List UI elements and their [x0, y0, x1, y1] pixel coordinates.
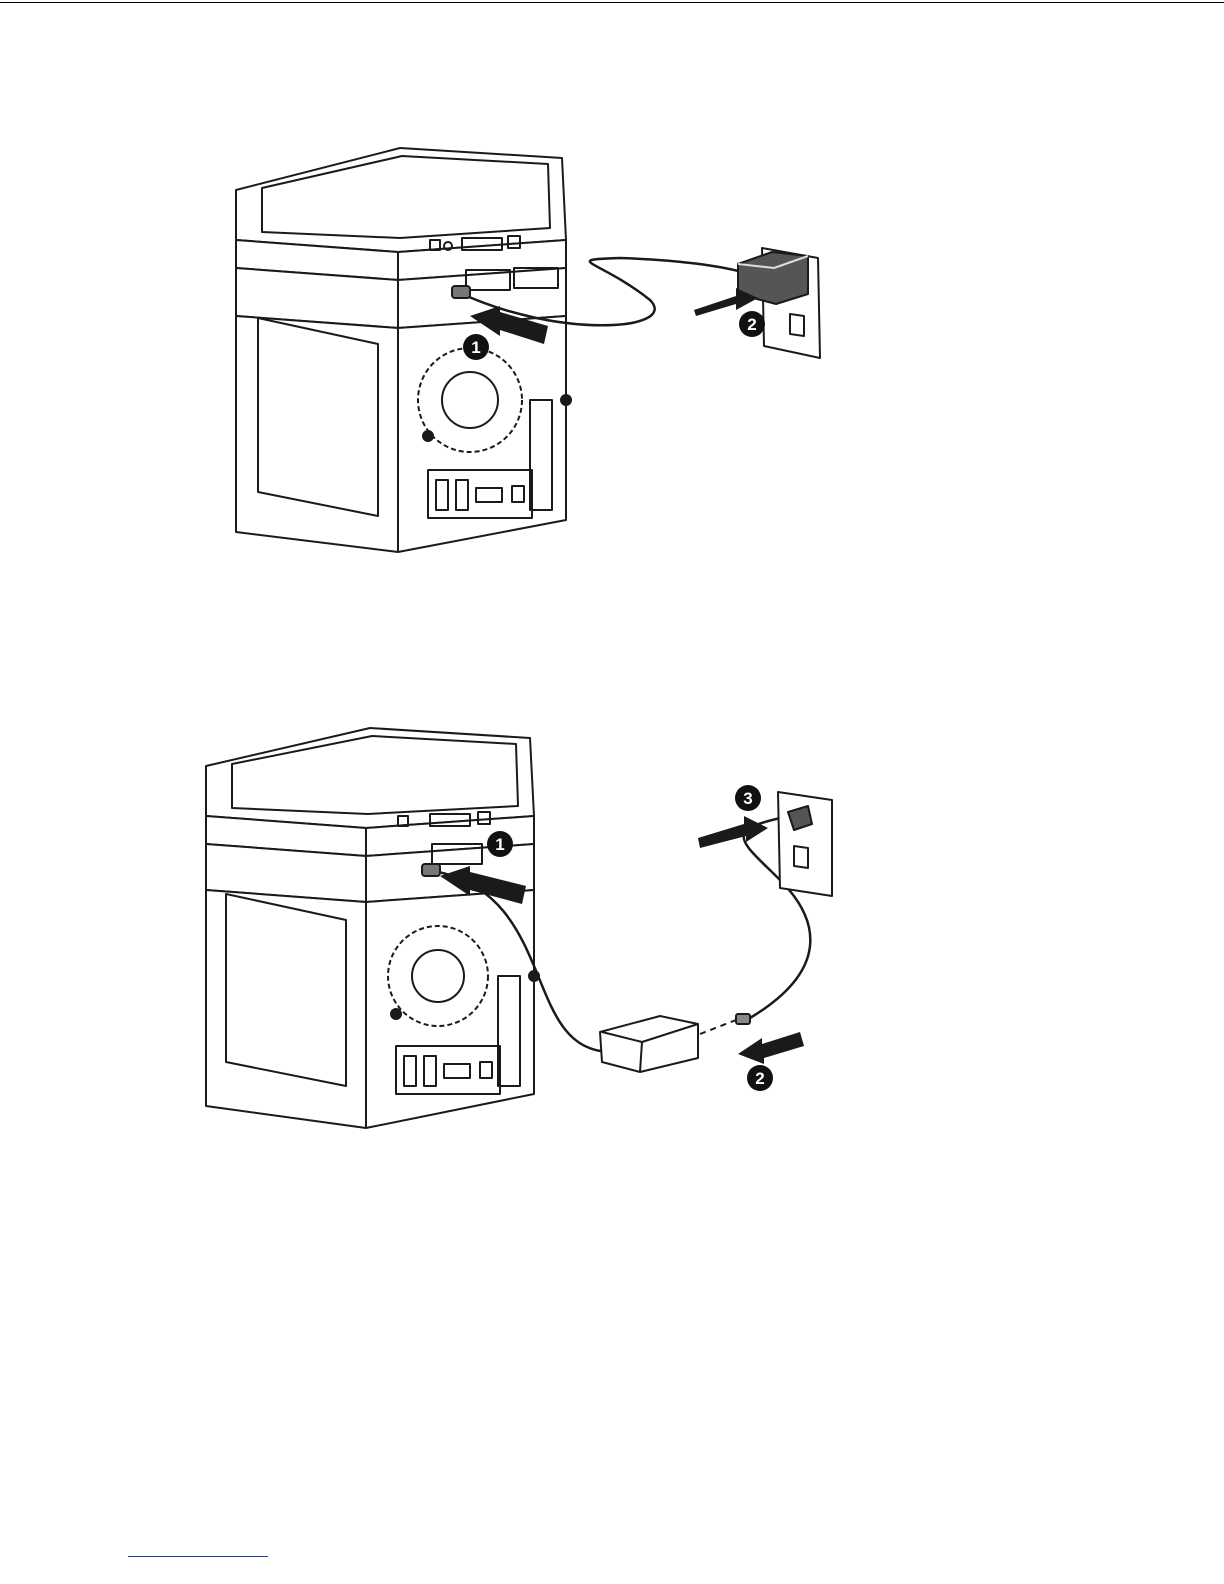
- figure-wall-plug-adapter: 1 2: [0, 140, 1224, 570]
- svg-text:2: 2: [747, 315, 756, 334]
- power-brick: [600, 1016, 698, 1072]
- server-body: [206, 890, 534, 1128]
- server-body: [236, 316, 566, 552]
- top-rule: [0, 2, 1224, 3]
- callout-2: 2: [747, 1065, 773, 1091]
- svg-text:1: 1: [471, 338, 480, 357]
- svg-text:3: 3: [743, 789, 752, 808]
- footer-link-rule: [128, 1556, 268, 1557]
- arrow-into-wall: [698, 816, 768, 848]
- wall-plug-diagram: 1 2: [0, 140, 1224, 570]
- callout-1: 1: [487, 831, 513, 857]
- dashed-link: [700, 1020, 736, 1034]
- svg-text:2: 2: [755, 1069, 764, 1088]
- external-adapter-diagram: 1 2 3: [0, 720, 1224, 1140]
- callout-1: 1: [463, 334, 489, 360]
- figure-external-adapter: 1 2 3: [0, 720, 1224, 1140]
- callout-3: 3: [735, 785, 761, 811]
- callout-2: 2: [739, 311, 765, 337]
- arrow-into-brick: [738, 1032, 804, 1064]
- svg-text:1: 1: [495, 835, 504, 854]
